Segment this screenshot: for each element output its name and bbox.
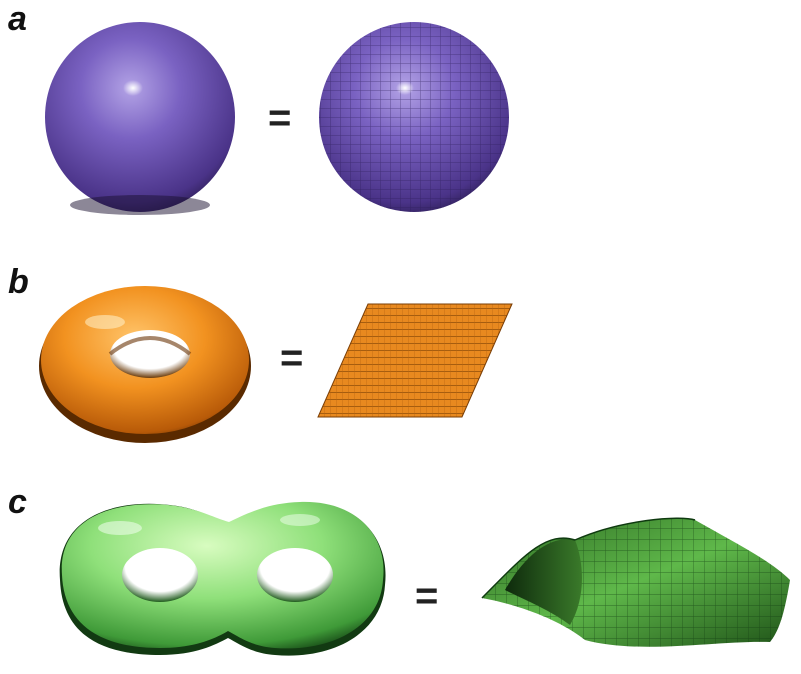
double-torus-green bbox=[59, 501, 386, 656]
equals-sign-c: = bbox=[415, 574, 439, 618]
panel-label-c: c bbox=[8, 483, 27, 521]
equals-sign-a: = bbox=[268, 96, 292, 140]
flat-torus-square bbox=[317, 303, 513, 418]
torus-orange bbox=[39, 286, 251, 443]
equals-sign-b: = bbox=[280, 336, 304, 380]
hyperbolic-saddle-surface bbox=[481, 517, 790, 647]
sphere-smooth bbox=[45, 22, 235, 215]
panel-label-a: a bbox=[8, 0, 27, 38]
panel-label-b: b bbox=[8, 263, 29, 301]
sphere-gridded bbox=[319, 22, 509, 212]
